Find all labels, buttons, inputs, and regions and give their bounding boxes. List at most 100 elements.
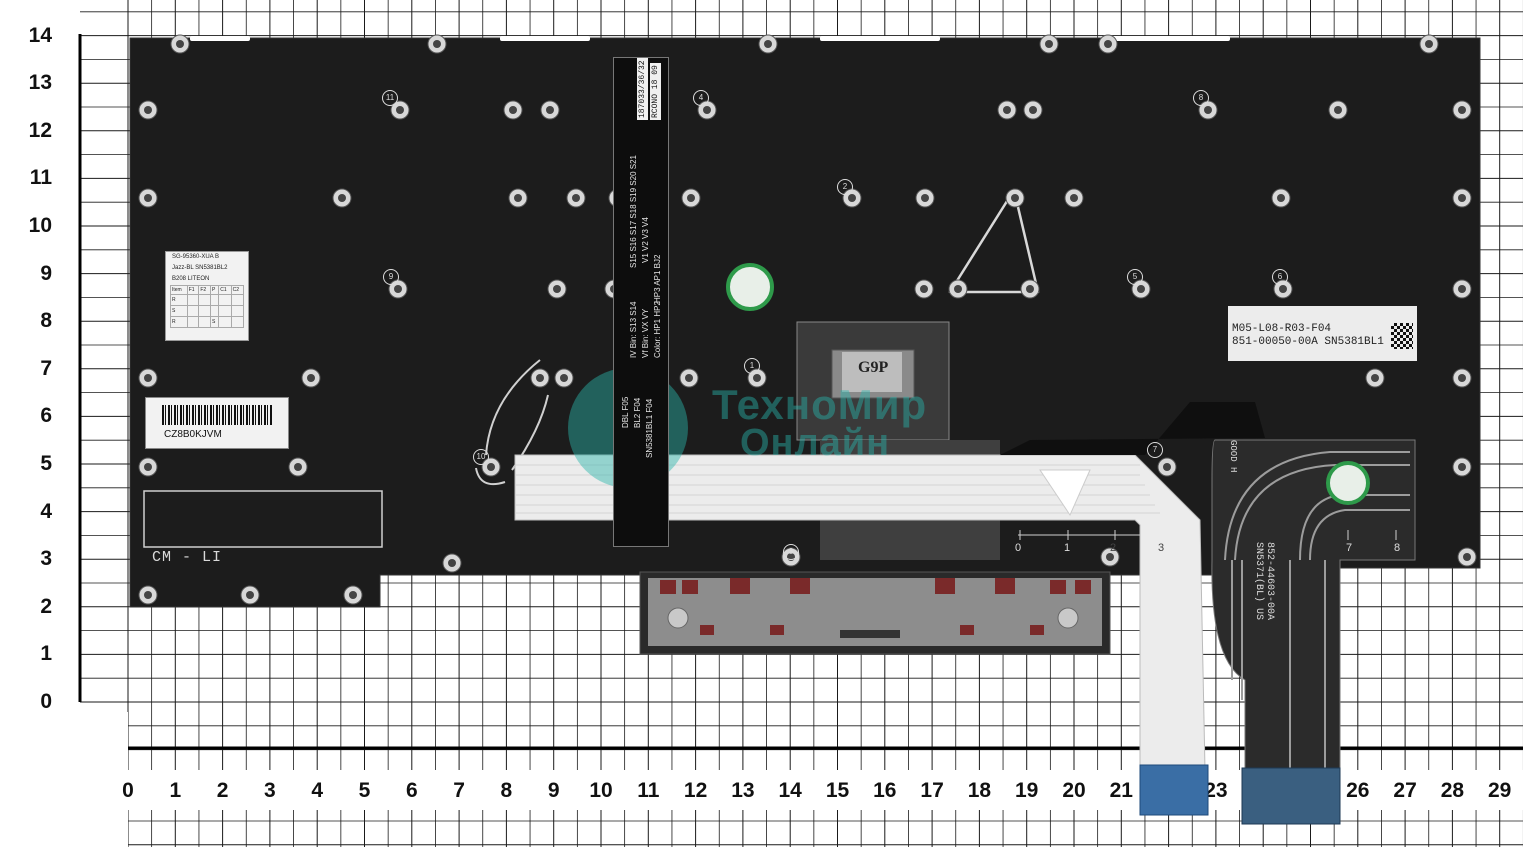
curve-outline-3 xyxy=(475,467,506,486)
x-tick-label: 12 xyxy=(683,779,708,802)
screw-center xyxy=(560,374,568,382)
y-tick-label: 6 xyxy=(40,404,52,428)
marker-label: 2 xyxy=(837,179,853,195)
spec-th: P xyxy=(209,285,220,295)
x-tick-label: 6 xyxy=(405,779,418,802)
touchpad-button-contacts xyxy=(660,578,1091,635)
part-line-2: 851-00050-00A SN5381BL1 xyxy=(1232,336,1384,348)
y-tick-label: 9 xyxy=(40,261,52,285)
screw-center xyxy=(954,285,962,293)
screw-center xyxy=(1026,285,1034,293)
part-number-label: M05-L08-R03-F04 851-00050-00A SN5381BL1 xyxy=(1228,306,1417,361)
x-tick-label: 18 xyxy=(967,779,992,802)
y-tick-label: 13 xyxy=(28,71,52,95)
x-tick-label: 19 xyxy=(1015,779,1039,802)
green-stamp-right xyxy=(1326,461,1370,505)
screw-center xyxy=(553,285,561,293)
screw-center xyxy=(307,374,315,382)
green-stamp-left xyxy=(726,263,774,311)
screw-center xyxy=(703,106,711,114)
y-axis-gutter xyxy=(0,0,80,847)
x-tick-label: 4 xyxy=(311,779,324,802)
marker-label: 8 xyxy=(1193,90,1209,106)
screw-center xyxy=(685,374,693,382)
touchpad-center-bar xyxy=(840,630,900,638)
screw-center xyxy=(394,285,402,293)
x-tick-label: 7 xyxy=(453,779,465,802)
x-tick-label: 29 xyxy=(1488,779,1512,802)
y-tick-label: 14 xyxy=(28,23,52,47)
vertical-label-strip: 187033/36/32 RCONO 18 09 S15 S16 S17 S18… xyxy=(613,57,669,547)
y-tick-label: 7 xyxy=(40,356,52,380)
x-tick-label: 16 xyxy=(873,779,897,802)
marker-label: 3 xyxy=(783,544,799,560)
spec-th: C1 xyxy=(218,285,232,295)
cable-text-c: GOOD H xyxy=(1228,440,1238,473)
ribbon-connector xyxy=(1139,764,1209,816)
qr-code xyxy=(1391,323,1413,349)
screw-center xyxy=(514,194,522,202)
screw-center xyxy=(1104,40,1112,48)
marker-label: 1 xyxy=(744,358,760,374)
x-tick-label: 20 xyxy=(1062,779,1086,802)
barcode-text: CZ8B0KJVM xyxy=(164,429,222,440)
strip-line-7: SN5381BL1 F04 xyxy=(645,398,654,458)
watermark-line-2: Онлайн xyxy=(740,422,891,464)
screw-center xyxy=(144,463,152,471)
x-tick-label: 3 xyxy=(264,779,276,802)
x-tick-label: 17 xyxy=(920,779,944,802)
screw-center xyxy=(1458,374,1466,382)
ruler-label: 0 xyxy=(1015,542,1022,554)
strip-line-8: DBL F05 xyxy=(621,396,630,428)
cable-text-a: 852-44603-00A xyxy=(1264,542,1275,621)
screw-center xyxy=(396,106,404,114)
screw-center xyxy=(246,591,254,599)
screw-center xyxy=(144,591,152,599)
marker-label: 5 xyxy=(1127,269,1143,285)
strip-top-line-2: RCONO 18 09 xyxy=(650,63,661,120)
y-tick-label: 3 xyxy=(40,547,52,571)
screw-center xyxy=(1106,553,1114,561)
screw-center xyxy=(764,40,772,48)
touchpad-button-gears xyxy=(667,607,1079,629)
flex-cable-traces xyxy=(1224,451,1410,775)
screw-center xyxy=(1458,194,1466,202)
screw-center xyxy=(1458,106,1466,114)
screw-center xyxy=(1045,40,1053,48)
y-tick-label: 0 xyxy=(40,690,52,713)
spec-line-2: Jazz-BL SN5381BL2 xyxy=(172,265,228,271)
cable-text-b: SN5371(BL) US xyxy=(1253,542,1264,621)
spec-line-1: SG-95360-XUA B xyxy=(172,254,220,260)
screw-center xyxy=(572,194,580,202)
screw-center xyxy=(1029,106,1037,114)
y-tick-label: 8 xyxy=(40,309,52,333)
strip-line-9: BL2 F04 xyxy=(633,397,642,428)
strip-line-4: IV Bin: S13 S14 xyxy=(629,301,638,358)
x-tick-label: 5 xyxy=(358,779,371,802)
y-tick-label: 2 xyxy=(40,594,52,618)
screw-center xyxy=(1463,553,1471,561)
x-tick-label: 8 xyxy=(500,779,513,802)
screw-center xyxy=(1279,285,1287,293)
screw-center xyxy=(509,106,517,114)
flex-cable-hook xyxy=(1000,402,1265,455)
screw-center xyxy=(920,285,928,293)
strip-line-3: HP3 AP1 BJ2 xyxy=(653,254,662,303)
screw-center xyxy=(1371,374,1379,382)
y-tick-label: 4 xyxy=(40,499,52,523)
flex-connector xyxy=(1241,767,1341,825)
spec-th: Item xyxy=(170,285,188,295)
screw-center xyxy=(848,194,856,202)
ruler-label: 3 xyxy=(1158,542,1165,554)
flex-cable-outer xyxy=(1211,439,1416,776)
y-tick-label: 11 xyxy=(29,166,52,190)
cable-arrow xyxy=(1039,469,1091,517)
x-tick-label: 10 xyxy=(589,779,613,802)
barcode-label: CZ8B0KJVM xyxy=(145,397,289,449)
ruler-label: 7 xyxy=(1346,542,1353,554)
x-tick-label: 26 xyxy=(1346,779,1370,802)
screw-center xyxy=(176,40,184,48)
screw-center xyxy=(921,194,929,202)
screw-center xyxy=(1458,285,1466,293)
